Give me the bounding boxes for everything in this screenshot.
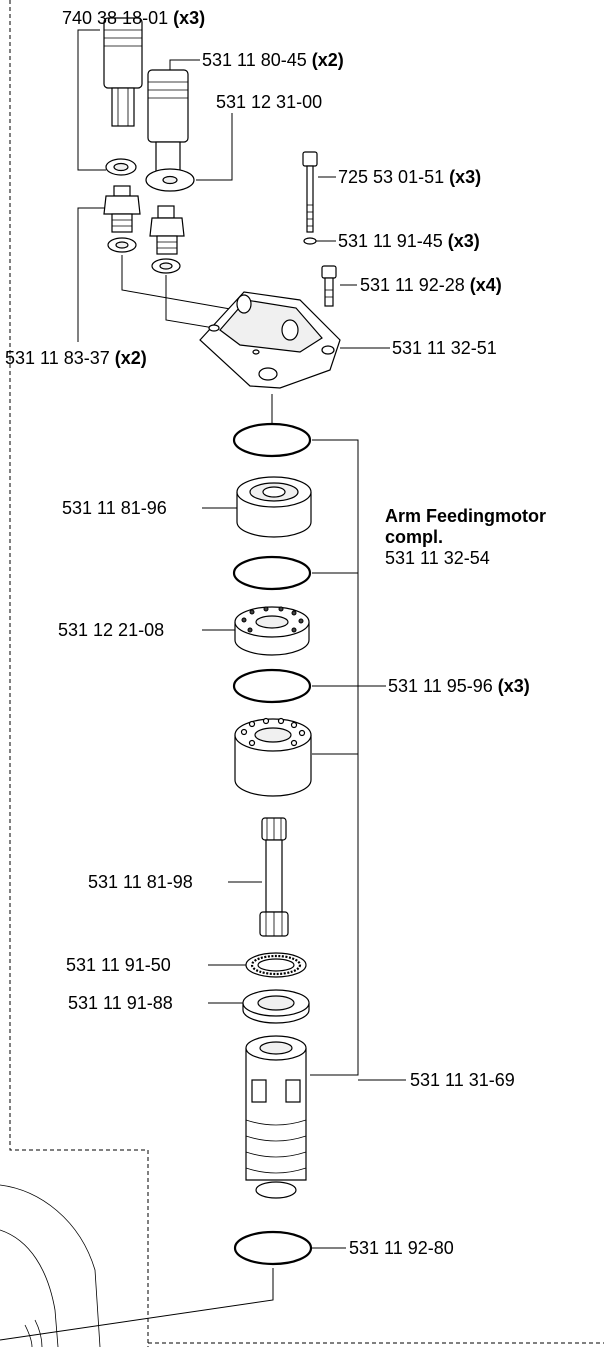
o-ring-4 — [233, 1230, 313, 1266]
sealing-washer-lower-1 — [107, 237, 137, 253]
label-531-11-92-28: 531 11 92-28 (x4) — [360, 275, 502, 295]
label-531-12-31-00: 531 12 31-00 — [216, 92, 322, 112]
label-531-11-81-96: 531 11 81-96 — [62, 498, 167, 518]
label-725-53-01-51: 725 53 01-51 (x3) — [338, 167, 481, 187]
valve-block — [199, 291, 341, 389]
flat-washer — [145, 168, 195, 192]
label-531-11-81-98: 531 11 81-98 — [88, 872, 193, 892]
distributor-plate — [234, 606, 310, 656]
label-740-38-18-01: 740 38 18-01 (x3) — [62, 8, 205, 28]
part-labels: 740 38 18-01 (x3) 531 11 80-45 (x2) 531 … — [5, 8, 530, 1258]
sealing-washer-upper — [105, 158, 137, 176]
o-ring-2 — [232, 555, 312, 591]
hex-nipple-1 — [103, 185, 141, 233]
quick-coupling-part-2 — [147, 69, 189, 173]
assembly-part-number: 531 11 32-54 — [385, 548, 490, 568]
label-531-11-91-50: 531 11 91-50 — [66, 955, 171, 975]
machine-body-outline — [0, 1184, 101, 1347]
motor-housing — [234, 717, 312, 797]
assembly-title-block: Arm Feedingmotor compl. 531 11 32-54 — [385, 506, 546, 568]
output-shaft — [245, 1035, 307, 1199]
gerotor-set — [236, 476, 312, 538]
label-531-11-95-96: 531 11 95-96 (x3) — [388, 676, 530, 696]
bearing-washer — [242, 989, 310, 1024]
o-ring-1 — [232, 422, 312, 458]
quick-coupling-part — [103, 17, 143, 127]
dashed-frame — [9, 0, 604, 1347]
drive-shaft — [259, 817, 289, 937]
short-screw — [321, 265, 337, 307]
label-531-11-92-80: 531 11 92-80 — [349, 1238, 454, 1258]
label-531-11-91-88: 531 11 91-88 — [68, 993, 173, 1013]
assembly-title-line2: compl. — [385, 527, 443, 547]
leader-lines — [0, 29, 406, 1341]
label-531-11-31-69: 531 11 31-69 — [410, 1070, 515, 1090]
label-531-12-21-08: 531 12 21-08 — [58, 620, 164, 640]
needle-bearing — [245, 952, 307, 978]
hex-nipple-2 — [149, 205, 185, 255]
label-531-11-80-45: 531 11 80-45 (x2) — [202, 50, 344, 70]
long-screw — [302, 151, 318, 233]
label-531-11-91-45: 531 11 91-45 (x3) — [338, 231, 480, 251]
label-531-11-32-51: 531 11 32-51 — [392, 338, 497, 358]
o-ring-3 — [232, 668, 312, 704]
assembly-title-line1: Arm Feedingmotor — [385, 506, 546, 526]
small-washer — [303, 237, 317, 245]
label-531-11-83-37: 531 11 83-37 (x2) — [5, 348, 147, 368]
sealing-washer-lower-2 — [151, 258, 181, 274]
